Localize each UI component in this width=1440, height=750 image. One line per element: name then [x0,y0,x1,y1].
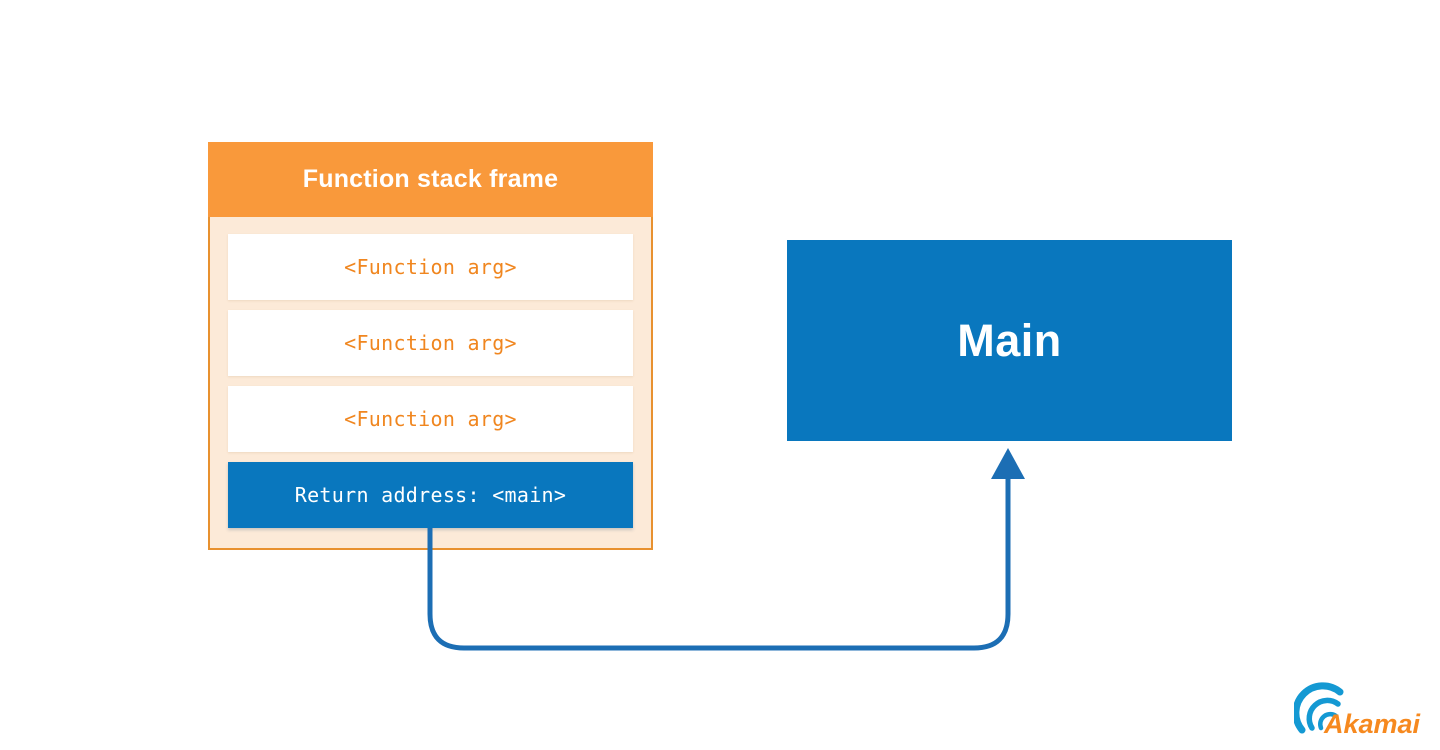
stack-row-function-arg-1: <Function arg> [228,234,633,300]
akamai-logo-text: Akamai [1323,709,1421,739]
stack-row-function-arg-2: <Function arg> [228,310,633,376]
function-arg-label: <Function arg> [344,331,517,355]
stack-frame-body: <Function arg> <Function arg> <Function … [208,217,653,550]
function-arg-label: <Function arg> [344,407,517,431]
main-box: Main [787,240,1232,441]
akamai-logo: Akamai [1294,682,1421,739]
function-stack-frame-box: Function stack frame <Function arg> <Fun… [208,142,653,550]
function-arg-label: <Function arg> [344,255,517,279]
main-box-label: Main [957,314,1062,366]
arrow-head-icon [991,448,1025,479]
stack-frame-header: Function stack frame [208,142,653,217]
stack-frame-title: Function stack frame [302,165,559,193]
stack-row-return-address: Return address: <main> [228,462,633,528]
akamai-wave-icon [1294,682,1344,734]
return-address-label: Return address: <main> [294,483,567,507]
stack-row-function-arg-3: <Function arg> [228,386,633,452]
